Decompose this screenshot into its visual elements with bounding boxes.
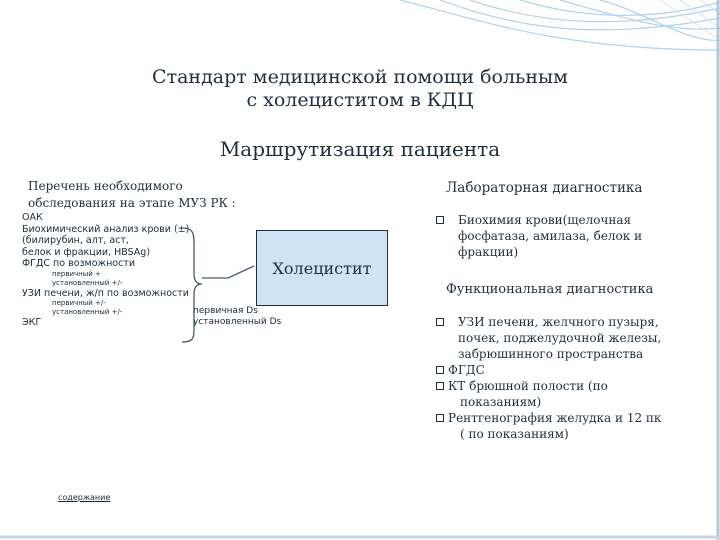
exam-list-subitem: первичный +/-: [52, 299, 106, 307]
exam-list-heading-line-2: обследования на этапе МУЗ РК :: [28, 196, 236, 210]
list-item: ФГДС: [436, 362, 706, 378]
lab-diagnostics-heading: Лабораторная диагностика: [446, 180, 643, 196]
diagnosis-note: первичная Ds установленный Ds: [193, 306, 313, 328]
diagnosis-note-line-1: первичная Ds: [193, 306, 258, 316]
exam-list-item: белок и фракции, HBSAg): [22, 246, 151, 258]
lab-item-line: фракции): [458, 245, 519, 259]
diagnosis-label: Холецистит: [272, 258, 372, 278]
exam-list-subitem: установленный +/-: [52, 308, 123, 316]
func-item-line: Рентгенография желудка и 12 пк: [448, 411, 662, 425]
exam-list-item: (билирубин, алт, аст,: [22, 235, 129, 246]
slide-subtitle: Маршрутизация пациента: [219, 137, 501, 161]
connector-line: [202, 265, 255, 279]
exam-list-item: ЭКГ: [22, 317, 42, 328]
func-item-line: КТ брюшной полости (по: [448, 379, 608, 393]
title-line-2: с холециститом в КДЦ: [246, 89, 474, 111]
func-item-line: УЗИ печени, желчного пузыря,: [458, 315, 659, 329]
diagnosis-box: Холецистит: [256, 230, 388, 306]
slide-title: Стандарт медицинской помощи больным с хо…: [120, 66, 600, 112]
func-item-line: показаниям): [460, 395, 542, 409]
exam-list-subitem: установленный +/-: [52, 278, 123, 287]
func-item-line: забрюшинного пространства: [458, 347, 644, 361]
list-item: Рентгенография желудка и 12 пк ( по пока…: [436, 410, 706, 442]
exam-list-item: Биохимический анализ крови (±): [22, 223, 190, 235]
exam-list-item: УЗИ печени, ж/п по возможности: [22, 287, 189, 299]
square-bullet-icon: [436, 382, 444, 390]
exam-list-subitem: первичный +: [52, 269, 101, 278]
contents-link[interactable]: содержание: [58, 493, 111, 502]
func-item-line: почек, поджелудочной железы,: [458, 331, 662, 345]
exam-list-heading: Перечень необходимого обследования на эт…: [28, 178, 248, 212]
exam-list-heading-line-1: Перечень необходимого: [28, 179, 183, 193]
functional-diagnostics-list: УЗИ печени, желчного пузыря, почек, подж…: [436, 314, 706, 442]
grouping-brace: [181, 227, 203, 343]
title-line-1: Стандарт медицинской помощи больным: [152, 66, 568, 88]
square-bullet-icon: [436, 414, 444, 422]
list-item: КТ брюшной полости (по показаниям): [436, 378, 706, 410]
lab-item-line: фосфатаза, амилаза, белок и: [458, 229, 643, 243]
list-item: УЗИ печени, желчного пузыря, почек, подж…: [436, 314, 706, 362]
square-bullet-icon: [436, 216, 444, 224]
func-item-line: ФГДС: [448, 363, 485, 377]
exam-list-item: ОАК: [22, 212, 43, 223]
func-item-line: ( по показаниям): [460, 427, 569, 441]
square-bullet-icon: [436, 366, 444, 374]
lab-item-line: Биохимия крови(щелочная: [458, 213, 632, 227]
functional-diagnostics-heading: Функциональная диагностика: [446, 282, 654, 297]
diagnosis-note-line-2: установленный Ds: [193, 317, 282, 327]
decorative-header-lines: [399, 0, 720, 51]
square-bullet-icon: [436, 318, 444, 326]
exam-list-item: ФГДС по возможности: [22, 258, 136, 269]
lab-diagnostics-list: Биохимия крови(щелочная фосфатаза, амила…: [436, 212, 676, 260]
list-item: Биохимия крови(щелочная фосфатаза, амила…: [436, 212, 676, 260]
